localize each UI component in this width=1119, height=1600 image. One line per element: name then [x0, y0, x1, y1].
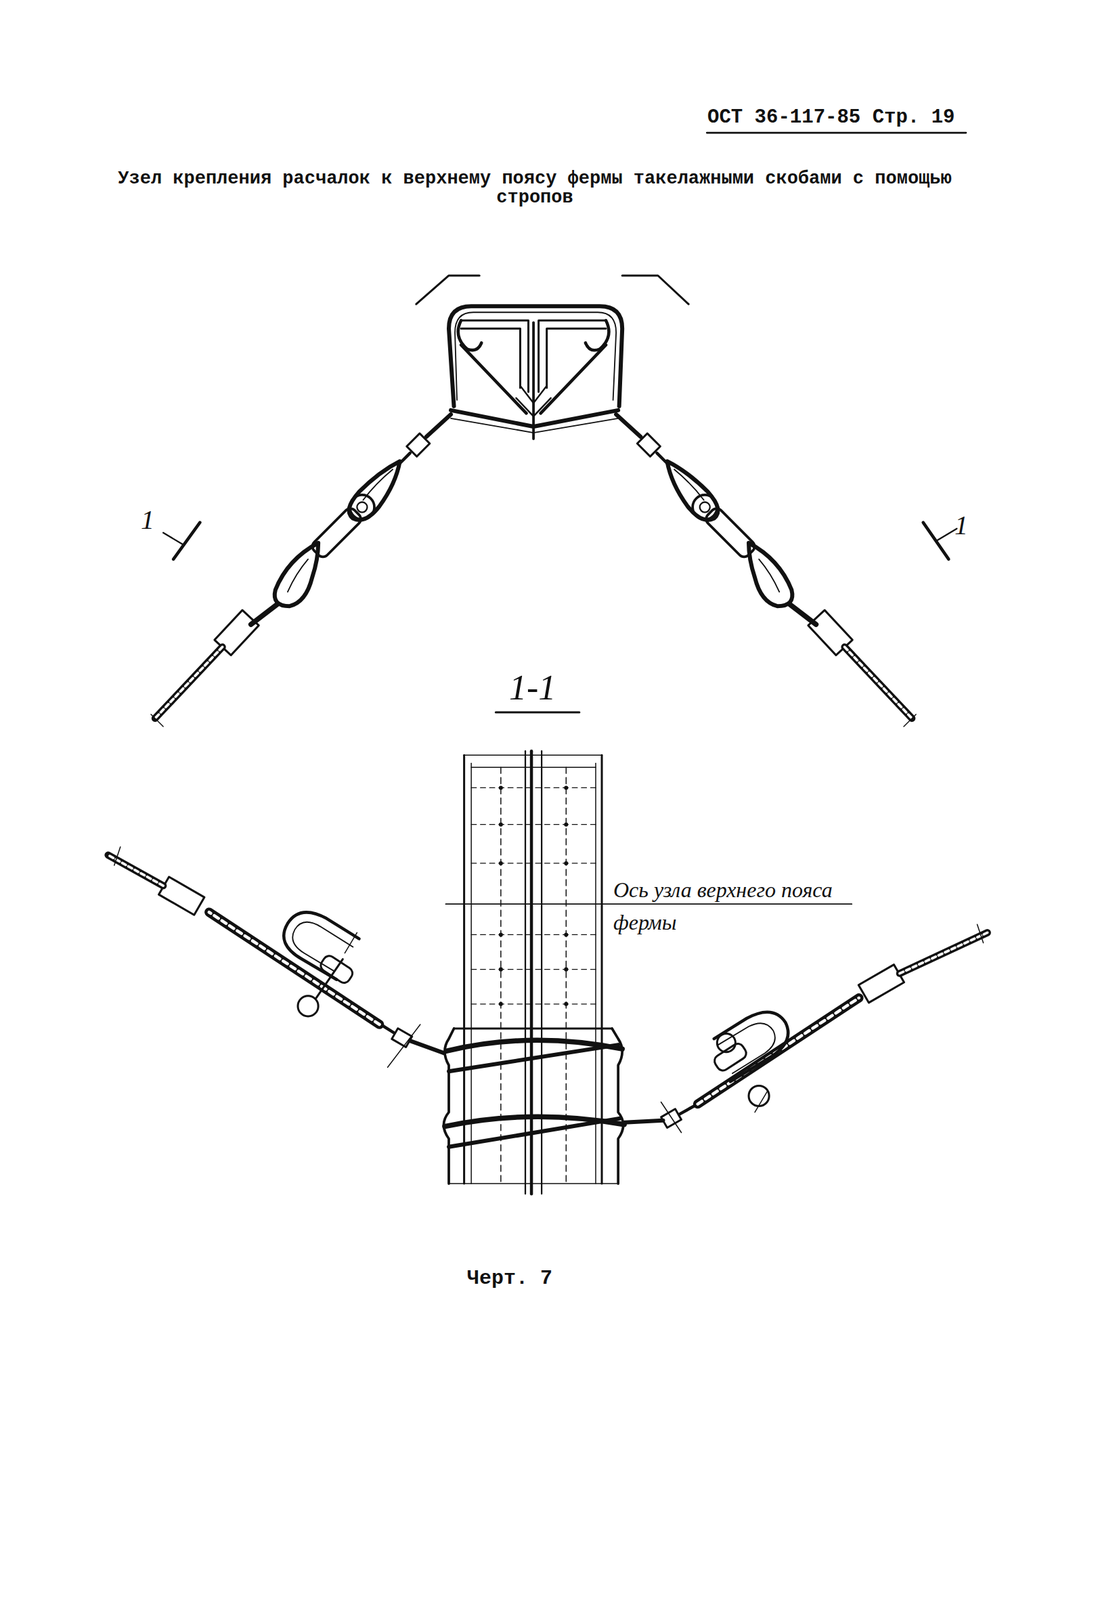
- guy-rope-assembly: [391, 1028, 413, 1048]
- chord-elevation: [448, 1182, 618, 1184]
- section-marker: [163, 522, 957, 560]
- chord-elevation: [463, 754, 466, 1184]
- chord-elevation: [471, 862, 596, 864]
- drawing-title: Узел крепления расчалок к верхнему поясу…: [115, 169, 955, 208]
- chord-elevation: [563, 1001, 568, 1006]
- chord-cross-section: [450, 418, 619, 433]
- chord-elevation: [498, 932, 503, 937]
- guy-rope-assembly: [410, 1040, 445, 1053]
- guy-rope-assembly: [616, 414, 916, 727]
- chord-elevation: [471, 766, 596, 769]
- section-marker-label: 1: [954, 511, 969, 539]
- guy-rope-assembly: [977, 924, 984, 943]
- guy-rope-assembly: [155, 646, 223, 718]
- guy-rope-assembly: [748, 1085, 770, 1106]
- chord-elevation: [498, 861, 503, 866]
- guy-rope-assembly: [697, 997, 860, 1105]
- sling-wrap: [448, 1118, 621, 1147]
- chord-elevation: [563, 967, 568, 972]
- section-marker-label: 1: [140, 506, 155, 534]
- guy-rope-assembly: [344, 932, 357, 953]
- document-header: ОСТ 36-117-85 Стр. 19: [707, 106, 955, 129]
- guy-rope-assembly: [114, 846, 121, 866]
- guy-rope-assembly: [660, 1102, 682, 1133]
- chord-elevation: [563, 932, 568, 937]
- chord-elevation: [448, 750, 618, 1194]
- chord-cross-section: [515, 385, 551, 417]
- guy-rope-assembly: [426, 414, 451, 437]
- guy-rope-assembly: [316, 959, 343, 998]
- chord-elevation: [471, 968, 596, 970]
- chord-elevation: [471, 787, 596, 1004]
- chord-cross-section: [532, 322, 535, 439]
- chord-elevation: [524, 750, 526, 1194]
- chord-elevation: [540, 750, 543, 1194]
- guy-rope-assembly: [697, 997, 860, 1105]
- guy-rope-assembly: [624, 1120, 663, 1123]
- guy-rope-assembly: [899, 932, 988, 973]
- guy-rope-assembly: [349, 494, 375, 520]
- section-marker: [936, 528, 957, 541]
- guy-rope-assembly: [287, 559, 309, 592]
- chord-cross-section: [622, 275, 689, 304]
- guy-rope-assembly: [155, 646, 223, 718]
- drawing-caption: Черт. 7: [467, 1267, 553, 1290]
- axis-line: [445, 903, 852, 905]
- sling-wrap: [454, 1027, 613, 1030]
- header-underline: [706, 132, 967, 135]
- guy-rope-assembly: [899, 932, 988, 973]
- chord-elevation: [498, 822, 503, 827]
- sling-wrap: [443, 1028, 625, 1184]
- chord-elevation: [471, 1003, 596, 1004]
- chord-elevation: [498, 1001, 503, 1006]
- chord-elevation: [498, 785, 503, 790]
- technical-drawing: [108, 132, 988, 1194]
- guy-rope-assembly: [624, 924, 987, 1132]
- section-marker: [163, 532, 184, 545]
- guy-rope-assembly: [209, 911, 380, 1025]
- chord-elevation: [471, 787, 596, 788]
- chord-cross-section: [416, 275, 480, 304]
- axis-note: Ось узла верхнего пояса фермы: [613, 873, 858, 939]
- chord-elevation: [500, 766, 502, 1184]
- guy-rope-assembly: [387, 1024, 421, 1067]
- section-title: 1-1: [509, 670, 556, 706]
- sling-wrap: [611, 1028, 624, 1184]
- guy-rope-assembly: [159, 876, 205, 915]
- chord-cross-section: [454, 312, 617, 401]
- chord-cross-section: [461, 344, 606, 413]
- guy-rope-assembly: [858, 964, 904, 1003]
- chord-elevation: [563, 861, 568, 866]
- chord-cross-section: [416, 275, 689, 439]
- chord-elevation: [498, 967, 503, 972]
- chord-cross-section: [450, 410, 619, 427]
- guy-rope-assembly: [297, 995, 319, 1017]
- guy-rope-assembly: [209, 911, 380, 1025]
- guy-rope-assembly: [716, 1033, 736, 1052]
- sling-wrap: [448, 1044, 619, 1071]
- guy-rope-assembly: [274, 542, 319, 606]
- guy-rope-assembly: [356, 502, 367, 513]
- guy-rope-assembly: [150, 414, 451, 727]
- section-title-underline: [495, 710, 580, 713]
- guy-rope-assembly: [718, 1022, 776, 1073]
- guy-rope-assembly: [108, 846, 445, 1067]
- chord-elevation: [530, 750, 534, 1194]
- chord-elevation: [563, 785, 568, 790]
- guy-rope-assembly: [150, 714, 164, 727]
- chord-elevation: [471, 823, 596, 825]
- guy-rope-assembly: [616, 414, 916, 727]
- chord-elevation: [563, 822, 568, 827]
- chord-elevation: [565, 766, 568, 1184]
- chord-elevation: [498, 785, 568, 1006]
- guy-rope-assembly: [661, 1108, 682, 1128]
- chord-elevation: [471, 934, 596, 935]
- guy-rope-assembly: [754, 1091, 767, 1112]
